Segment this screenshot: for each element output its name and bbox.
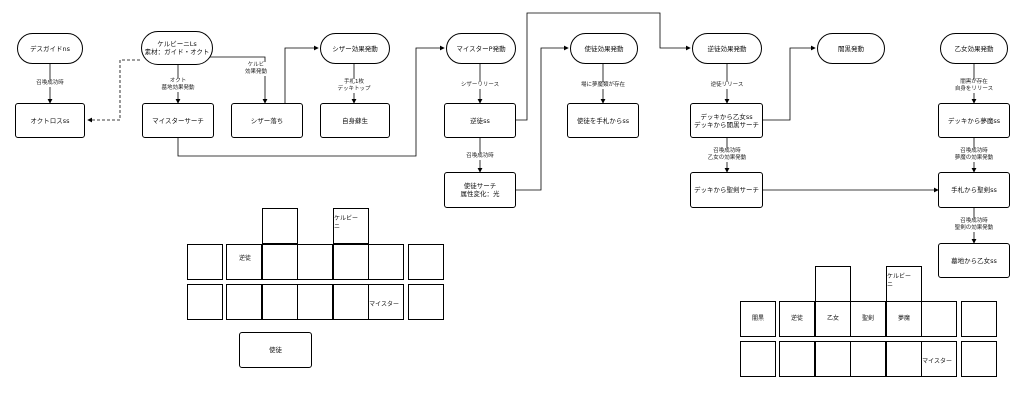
monster-zone-3: 聖剣: [850, 301, 886, 337]
node-meister-search: マイスターサーチ: [142, 103, 214, 138]
node-gyakuto-ss: 逆徒ss: [444, 103, 516, 138]
edge-label: ケルビ 効果発動: [244, 62, 268, 76]
hand-card: 使徒: [239, 332, 312, 368]
monster-zone-5: [368, 244, 404, 280]
edge-label: 召喚成功時 乙女の効果発動: [707, 148, 747, 162]
extra-deck-zone: [408, 244, 444, 280]
spell-zone-4: [886, 341, 922, 377]
node-deck-otome: デッキから乙女ss デッキから闇黒サーチ: [690, 103, 763, 138]
edge-label: 闇黒が存在 自身をリリース: [954, 79, 994, 93]
deck-zone: [961, 341, 997, 377]
edge-label: 召喚成功時: [466, 153, 494, 160]
extra-zone-left: [262, 208, 298, 244]
node-scissor-effect: シザー効果発動: [320, 33, 390, 64]
edge-label: シザーリリース: [460, 82, 500, 89]
node-ankoku: 闇黒発動: [817, 33, 885, 64]
monster-zone-4: [333, 244, 369, 280]
edge-label: 召喚成功時 聖剣の効果発動: [954, 218, 994, 232]
node-shito-effect: 使徒効果発動: [570, 33, 638, 64]
node-kerubini-ls: ケルビーニLs 素材：ガイド・オクト: [141, 31, 213, 65]
edge-kerubini-octros: [87, 59, 140, 123]
node-deck-seiken: デッキから聖剣サーチ: [690, 172, 763, 208]
node-shito-search: 使徒サーチ 属性変化：光: [444, 172, 516, 208]
extra-deck-zone: [961, 301, 997, 337]
extra-zone-right: ケルビーニ: [886, 266, 922, 302]
spell-zone-1: [779, 341, 815, 377]
spell-zone-5: マイスター: [921, 341, 957, 377]
edge-shito-shitoeffect: [515, 45, 569, 191]
monster-zone-2: [262, 244, 298, 280]
spell-zone-2: [815, 341, 851, 377]
edge-label: 場に夢魔類が存在: [580, 82, 626, 89]
node-self-revive: 自身蘇生: [320, 103, 390, 138]
monster-zone-2: 乙女: [815, 301, 851, 337]
edge-label: 逆徒リリース: [710, 82, 744, 89]
node-desguide-ns: デスガイドns: [17, 33, 83, 64]
node-meister-p: マイスターP発動: [446, 33, 516, 64]
monster-zone-1: 逆徒: [779, 301, 815, 337]
edge-label: 手札1枚 デッキトップ: [337, 79, 371, 93]
node-scissor-fall: シザー落ち: [231, 103, 303, 138]
edge-gyakuto-gyakutoeffect: [515, 12, 691, 121]
node-deck-muma: デッキから夢魔ss: [938, 103, 1010, 138]
monster-zone-3: [297, 244, 333, 280]
edge-label: 召喚成功時 夢魔の効果発動: [954, 148, 994, 162]
spell-zone-4: [333, 284, 369, 320]
node-shito-hand-ss: 使徒を手札からss: [567, 103, 639, 138]
edge-kerubini-scissor: [210, 56, 268, 104]
monster-zone-5: [921, 301, 957, 337]
graveyard-zone: [187, 284, 223, 320]
node-octros-ss: オクトロスss: [15, 103, 85, 138]
deck-zone: [408, 284, 444, 320]
monster-zone-1: 逆徒: [226, 244, 262, 280]
spell-zone-2: [262, 284, 298, 320]
node-gyakuto-effect: 逆徒効果発動: [692, 33, 762, 64]
node-grave-otome: 墓地から乙女ss: [938, 243, 1010, 278]
edge-label: 召喚成功時: [36, 80, 64, 87]
monster-zone-4: 夢魔: [886, 301, 922, 337]
spell-zone-5: マイスター: [368, 284, 404, 320]
edge-scissor-scissoreffect: [284, 45, 319, 103]
extra-zone-right: ケルビーニ: [333, 208, 369, 244]
node-otome-effect: 乙女効果発動: [940, 33, 1008, 64]
field-zone: [187, 244, 223, 280]
spell-zone-3: [297, 284, 333, 320]
extra-zone-left: [815, 266, 851, 302]
node-hand-seiken: 手札から聖剣ss: [938, 172, 1010, 208]
spell-zone-3: [850, 341, 886, 377]
edge-label: オクト 墓地効果発動: [161, 78, 195, 92]
edge-meister-meisterP: [177, 45, 445, 157]
graveyard-zone: [740, 341, 776, 377]
edge-deck-ankoku: [762, 45, 816, 121]
field-zone: 闇黒: [740, 301, 776, 337]
spell-zone-1: [226, 284, 262, 320]
